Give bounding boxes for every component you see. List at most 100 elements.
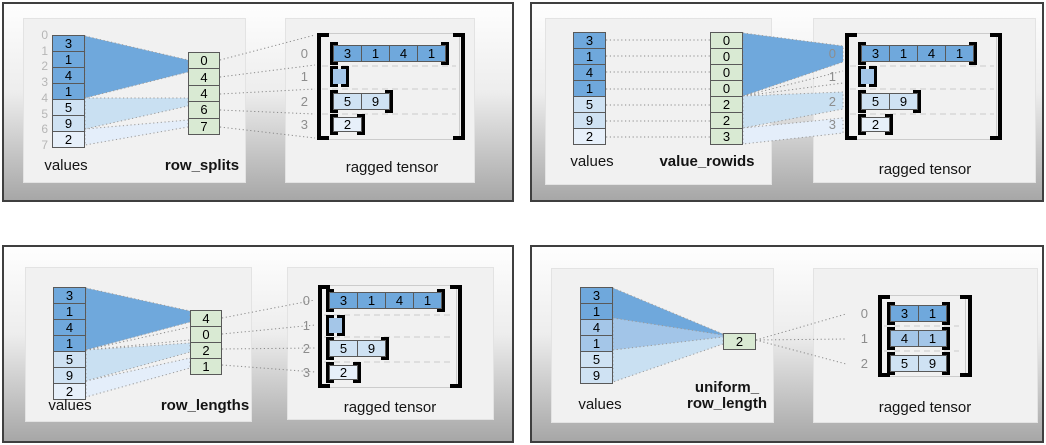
param-cell: 0: [710, 48, 743, 65]
param-cell: 0: [710, 80, 743, 97]
value-cell: 5: [53, 351, 86, 368]
tensor-cell: 1: [361, 45, 390, 62]
value-cell: 5: [573, 96, 606, 113]
connector-overlay: [84, 34, 456, 146]
left-bracket-icon: [317, 33, 329, 140]
left-bracket-icon: [858, 114, 866, 135]
value-cell: 9: [52, 115, 85, 132]
value-index: 4: [41, 91, 48, 105]
param-label: row_splits: [164, 157, 240, 174]
row-index: 2: [302, 341, 310, 356]
tensor-cell: 9: [357, 340, 386, 357]
row-index: 2: [828, 94, 836, 109]
values-label: values: [44, 157, 88, 174]
row-index: 3: [828, 117, 836, 132]
value-index: 3: [41, 75, 48, 89]
value-cell: 1: [53, 303, 86, 320]
values-column: 3 1 4 1 5 9: [580, 287, 613, 384]
tensor-row: 5 9: [858, 90, 921, 113]
connector-overlay: [85, 287, 453, 398]
tensor-cell: 4: [917, 45, 946, 62]
value-cell: 1: [573, 48, 606, 65]
left-bracket-icon: [845, 33, 857, 140]
param-cell: 4: [188, 68, 220, 86]
right-bracket-icon: [341, 66, 349, 87]
row-index: 3: [302, 365, 310, 380]
value-cell: 3: [52, 35, 85, 52]
param-cell: 0: [710, 32, 743, 49]
param-cell: 2: [710, 112, 743, 129]
left-bracket-icon: [318, 285, 330, 388]
row-index: 1: [828, 69, 836, 84]
right-bracket-icon: [960, 295, 972, 377]
tile-row-splits: 0 1 2 3 4 5 6 7 3 1 4 1 5 9 2 0 4 4 6 7 …: [2, 2, 514, 202]
param-label: row_lengths: [160, 397, 250, 414]
ragged-tensor-label: ragged tensor: [878, 399, 972, 416]
values-column: 3 1 4 1 5 9 2: [53, 287, 86, 400]
value-index: 7: [41, 138, 48, 152]
row-index: 1: [302, 318, 310, 333]
tensor-cell: 1: [889, 45, 918, 62]
left-bracket-icon: [326, 289, 334, 312]
value-cell: 5: [52, 99, 85, 116]
value-cell: 1: [52, 83, 85, 100]
tensor-cell: 2: [333, 117, 362, 132]
tile-uniform-row-length: 3 1 4 1 5 9 2 values uniform_ row_length…: [530, 245, 1044, 443]
param-label-line: uniform_: [694, 379, 760, 396]
value-cell: 2: [53, 383, 86, 400]
value-cell: 3: [53, 287, 86, 304]
tensor-row: 5 9: [330, 90, 393, 113]
tensor-row: 4 1: [887, 327, 950, 350]
param-cell: 0: [188, 52, 220, 70]
param-cell: 2: [710, 96, 743, 113]
param-label: value_rowids: [659, 153, 755, 170]
tensor-row: 2: [858, 114, 893, 135]
left-bracket-icon: [330, 42, 338, 65]
value-index: 5: [41, 107, 48, 121]
value-index: 0: [41, 28, 48, 42]
tensor-row: 2: [326, 362, 361, 383]
param-cell: 6: [188, 101, 220, 119]
left-bracket-icon: [326, 362, 334, 383]
right-bracket-icon: [990, 33, 1002, 140]
value-cell: 4: [573, 64, 606, 81]
tensor-cell: 2: [329, 365, 358, 380]
values-column: 3 1 4 1 5 9 2: [52, 35, 85, 148]
right-bracket-icon: [441, 42, 449, 65]
tensor-cell: 1: [413, 292, 442, 309]
right-bracket-icon: [353, 362, 361, 383]
tensor-row: 3 1 4 1: [330, 42, 449, 65]
right-bracket-icon: [385, 90, 393, 113]
left-bracket-icon: [330, 114, 338, 135]
values-column: 3 1 4 1 5 9 2: [573, 32, 606, 145]
left-bracket-icon: [878, 295, 890, 377]
value-cell: 4: [52, 67, 85, 84]
right-bracket-icon: [337, 315, 345, 336]
tensor-cell: 1: [945, 45, 974, 62]
param-cell: 4: [188, 84, 220, 103]
left-bracket-icon: [326, 337, 334, 360]
param-column: 4 0 2 1: [190, 310, 222, 375]
values-label: values: [48, 397, 92, 414]
tensor-row-empty: [330, 66, 349, 87]
value-cell: 9: [53, 367, 86, 384]
param-cell: 0: [190, 326, 222, 343]
ragged-tensor-label: ragged tensor: [878, 161, 972, 178]
value-cell: 3: [580, 287, 613, 304]
ragged-tensor-label: ragged tensor: [345, 159, 439, 176]
row-index: 2: [300, 94, 308, 109]
value-cell: 9: [580, 367, 613, 384]
left-bracket-icon: [887, 352, 895, 375]
left-bracket-icon: [330, 90, 338, 113]
value-cell: 1: [580, 303, 613, 320]
left-bracket-icon: [858, 42, 866, 65]
tensor-cell: 1: [357, 292, 386, 309]
value-index: 6: [41, 122, 48, 136]
left-bracket-icon: [326, 315, 334, 336]
connector-overlay: [612, 287, 959, 383]
value-cell: 4: [53, 319, 86, 336]
right-bracket-icon: [381, 337, 389, 360]
param-cell: 1: [190, 358, 222, 375]
tensor-cell: 4: [385, 292, 414, 309]
